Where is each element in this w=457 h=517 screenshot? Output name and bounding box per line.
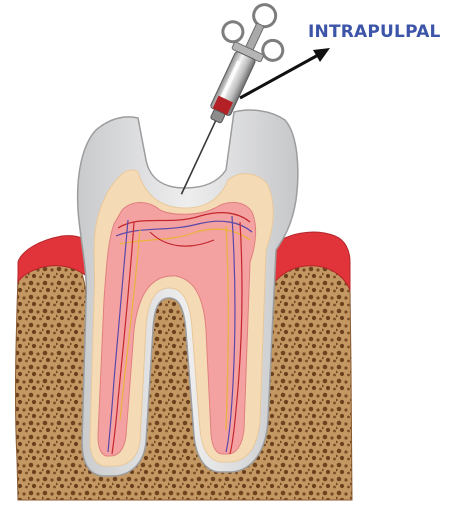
syringe-finger-ring-right [259,37,286,64]
syringe-finger-ring-left [220,18,247,45]
syringe-thumb-ring [250,1,279,30]
intrapulpal-label: INTRAPULPAL [308,22,441,42]
